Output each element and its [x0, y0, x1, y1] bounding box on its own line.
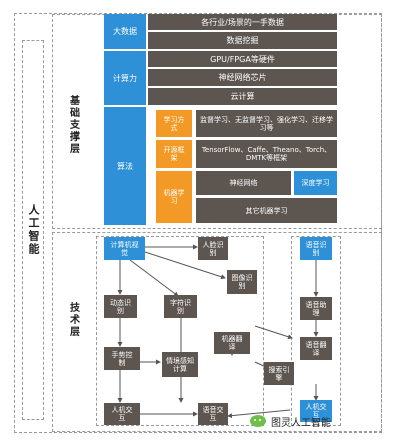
ml-label: 机器学习 — [156, 171, 192, 223]
bigdata-label: 大数据 — [104, 14, 146, 49]
node-image: 图像识别 — [227, 270, 257, 294]
node-speech-rec: 语音识别 — [300, 237, 332, 260]
base-section-label: 基础支撑层 — [67, 95, 79, 155]
node-affect: 情境感知计算 — [162, 352, 198, 377]
wechat-icon — [250, 415, 266, 427]
node-gesture: 手势控制 — [104, 347, 140, 370]
root-label: 人工智能 — [22, 40, 44, 420]
bigdata-row: 数据挖掘 — [148, 32, 337, 49]
deep-learning: 深度学习 — [294, 171, 337, 195]
compute-row: 云计算 — [148, 88, 337, 105]
vision-group — [96, 236, 264, 426]
node-human-machine: 人机交互 — [300, 400, 332, 422]
tech-section — [52, 232, 382, 432]
node-voice-interact: 语音交互 — [198, 403, 228, 425]
compute-row: 神经网络芯片 — [148, 69, 337, 86]
learning-text: 监督学习、无监督学习、强化学习、迁移学习等 — [196, 110, 337, 137]
compute-row: GPU/FPGA等硬件 — [148, 51, 337, 67]
tech-section-label: 技术层 — [67, 302, 79, 338]
neural-network: 神经网络 — [196, 171, 291, 195]
watermark: 图灵人工智能 — [250, 410, 390, 432]
speech-group — [291, 236, 341, 426]
compute-label: 计算力 — [104, 51, 146, 105]
other-ml: 其它机器学习 — [196, 198, 337, 223]
framework-text: TensorFlow、Caffe、Theano、Torch、DMTK等框架 — [196, 140, 337, 168]
node-mt: 机器翻译 — [214, 332, 250, 354]
node-search: 搜索引擎 — [264, 362, 294, 385]
node-hci: 人机交互 — [104, 403, 140, 425]
node-face: 人脸识别 — [198, 237, 228, 260]
watermark-text: 图灵人工智能 — [271, 417, 331, 429]
node-speech-trans: 语音翻译 — [300, 337, 332, 360]
learning-label: 学习方式 — [156, 110, 192, 137]
bigdata-row: 各行业/场景的一手数据 — [148, 14, 337, 30]
algo-label: 算法 — [104, 107, 146, 225]
node-voice-assist: 语音助理 — [300, 297, 332, 320]
node-motion: 动态识别 — [104, 295, 137, 318]
framework-label: 开源框架 — [156, 140, 192, 168]
node-char: 字符识别 — [164, 295, 197, 318]
node-cv: 计算机视觉 — [104, 237, 145, 260]
